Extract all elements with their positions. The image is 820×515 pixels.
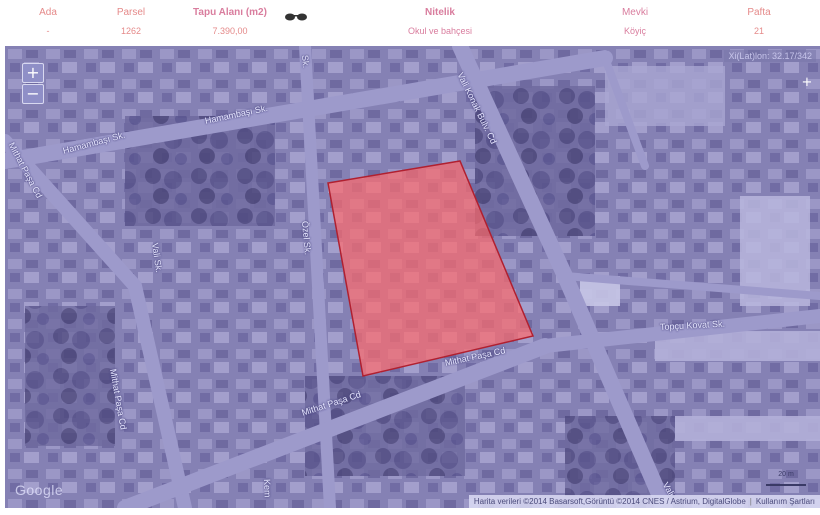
mevki-label: Mevki [621, 7, 649, 18]
pafta-value: 21 [753, 26, 764, 36]
google-logo: Google [15, 482, 64, 498]
nitelik-value: Okul ve bahçesi [407, 26, 473, 36]
map-scale-bar: 20 m [766, 470, 806, 486]
map-imagery [5, 46, 820, 508]
zoom-in-button[interactable]: + [22, 63, 44, 83]
parcel-info-bar: Ada - Parsel 1262 Tapu Alanı (m2) 7.390,… [0, 0, 820, 44]
parsel-value: 1262 [120, 26, 142, 36]
parsel-label: Parsel [116, 7, 146, 18]
mevki-value: Köyiç [623, 26, 646, 36]
map-attribution: Harita verileri ©2014 Basarsoft,Görüntü … [468, 495, 820, 508]
ada-value: - [46, 26, 50, 36]
fullscreen-icon[interactable]: + [801, 75, 813, 90]
area-label: Tapu Alanı (m2) [193, 7, 267, 18]
ada-column: Ada - [26, 6, 70, 38]
nitelik-column: Nitelik Okul ve bahçesi [375, 6, 505, 38]
area-column: Tapu Alanı (m2) 7.390,00 [180, 6, 280, 38]
attribution-text: Harita verileri ©2014 Basarsoft,Görüntü … [473, 497, 746, 506]
mevki-column: Mevki Köyiç [610, 6, 660, 38]
parcel-polygon[interactable] [327, 160, 535, 377]
street-label: Sk. [300, 54, 312, 69]
pafta-label: Pafta [747, 7, 771, 18]
satellite-map[interactable]: + − Xi(Lat)lon: 32.17/342 + Hamambaşı Sk… [5, 46, 820, 508]
coordinate-readout: Xi(Lat)lon: 32.17/342 [724, 50, 816, 62]
parsel-column: Parsel 1262 [106, 6, 156, 38]
pafta-column: Pafta 21 [737, 6, 781, 38]
area-value: 7.390,00 [212, 26, 248, 36]
nitelik-label: Nitelik [424, 7, 455, 18]
street-label: Kem [262, 478, 273, 498]
ada-label: Ada [39, 7, 57, 18]
zoom-out-button[interactable]: − [22, 84, 44, 104]
eye-icon[interactable] [283, 10, 309, 22]
terms-link[interactable]: Kullanım Şartları [755, 497, 815, 506]
